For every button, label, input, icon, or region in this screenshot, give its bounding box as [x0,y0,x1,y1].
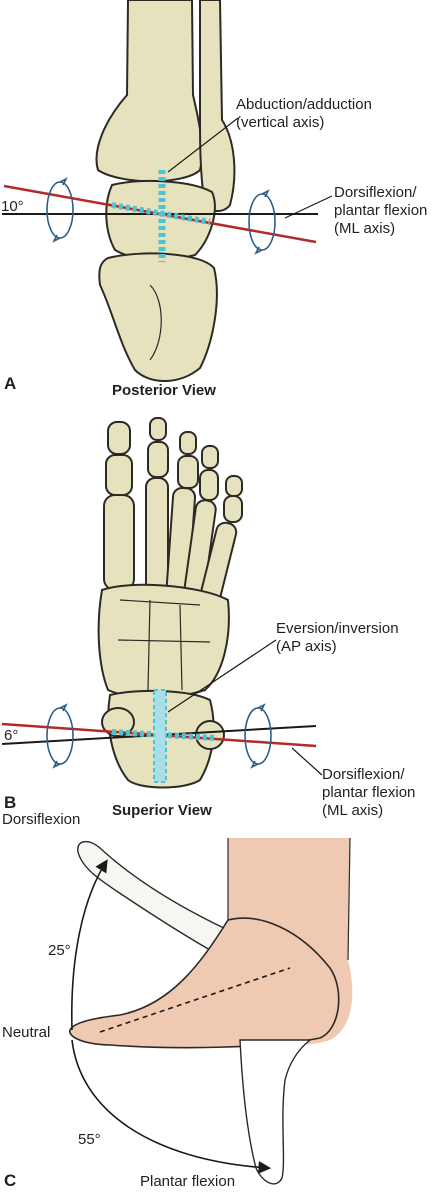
panel-a-left-rotation-arrow [46,181,74,239]
dorsiflexion-label: Dorsiflexion [2,811,81,828]
panel-b-ml-axis-label: Dorsiflexion/ plantar flexion (ML axis) [322,766,416,819]
calcaneus-bone [98,252,218,382]
neutral-label: Neutral [2,1024,51,1041]
panel-b-left-rotation-arrow [46,707,74,765]
plantarflexed-foot [239,1039,312,1185]
panel-b-view-title: Superior View [112,802,212,819]
panel-b-cyan-ap-axis [153,689,167,783]
panel-b-right-rotation-arrow [244,707,272,765]
panel-a-ml-axis-leader [284,195,333,219]
panel-c-illustration [69,837,353,1185]
panel-a-vertical-axis-label: Abduction/adduction (vertical axis) [236,96,372,131]
panel-a-ml-axis-label: Dorsiflexion/ plantar flexion (ML axis) [334,184,428,237]
panel-a-letter: A [4,374,17,393]
fibula-bone [199,0,236,212]
plantarflexion-label: Plantar flexion [140,1173,236,1190]
panel-a-right-rotation-arrow [248,193,276,251]
panel-c-letter: C [4,1171,17,1190]
panel-a-vertical-axis-leader [167,117,239,173]
dorsiflexion-angle-label: 25° [48,942,71,959]
plantarflexion-angle-label: 55° [78,1131,101,1148]
toe-bones [103,417,243,611]
panel-b-angle-label: 6° [4,727,19,744]
panel-a-angle-label: 10° [1,198,24,215]
panel-a-view-title: Posterior View [112,382,216,399]
tibia-bone [95,0,203,183]
plantarflexion-arc-arrow [71,1039,272,1174]
foot-axis-dashed [99,967,291,1033]
panel-b-ap-axis-leader [167,639,277,713]
dorsiflexion-arc-arrow [70,859,108,1031]
panel-a-illustration [2,0,333,382]
panel-b-ml-axis-leader [291,747,323,776]
neutral-foot [69,917,340,1049]
panel-b-ap-axis-label: Eversion/inversion (AP axis) [276,620,399,655]
dorsiflexed-foot [77,841,229,962]
panel-b-letter: B [4,793,17,812]
panel-b-illustration [1,417,323,789]
